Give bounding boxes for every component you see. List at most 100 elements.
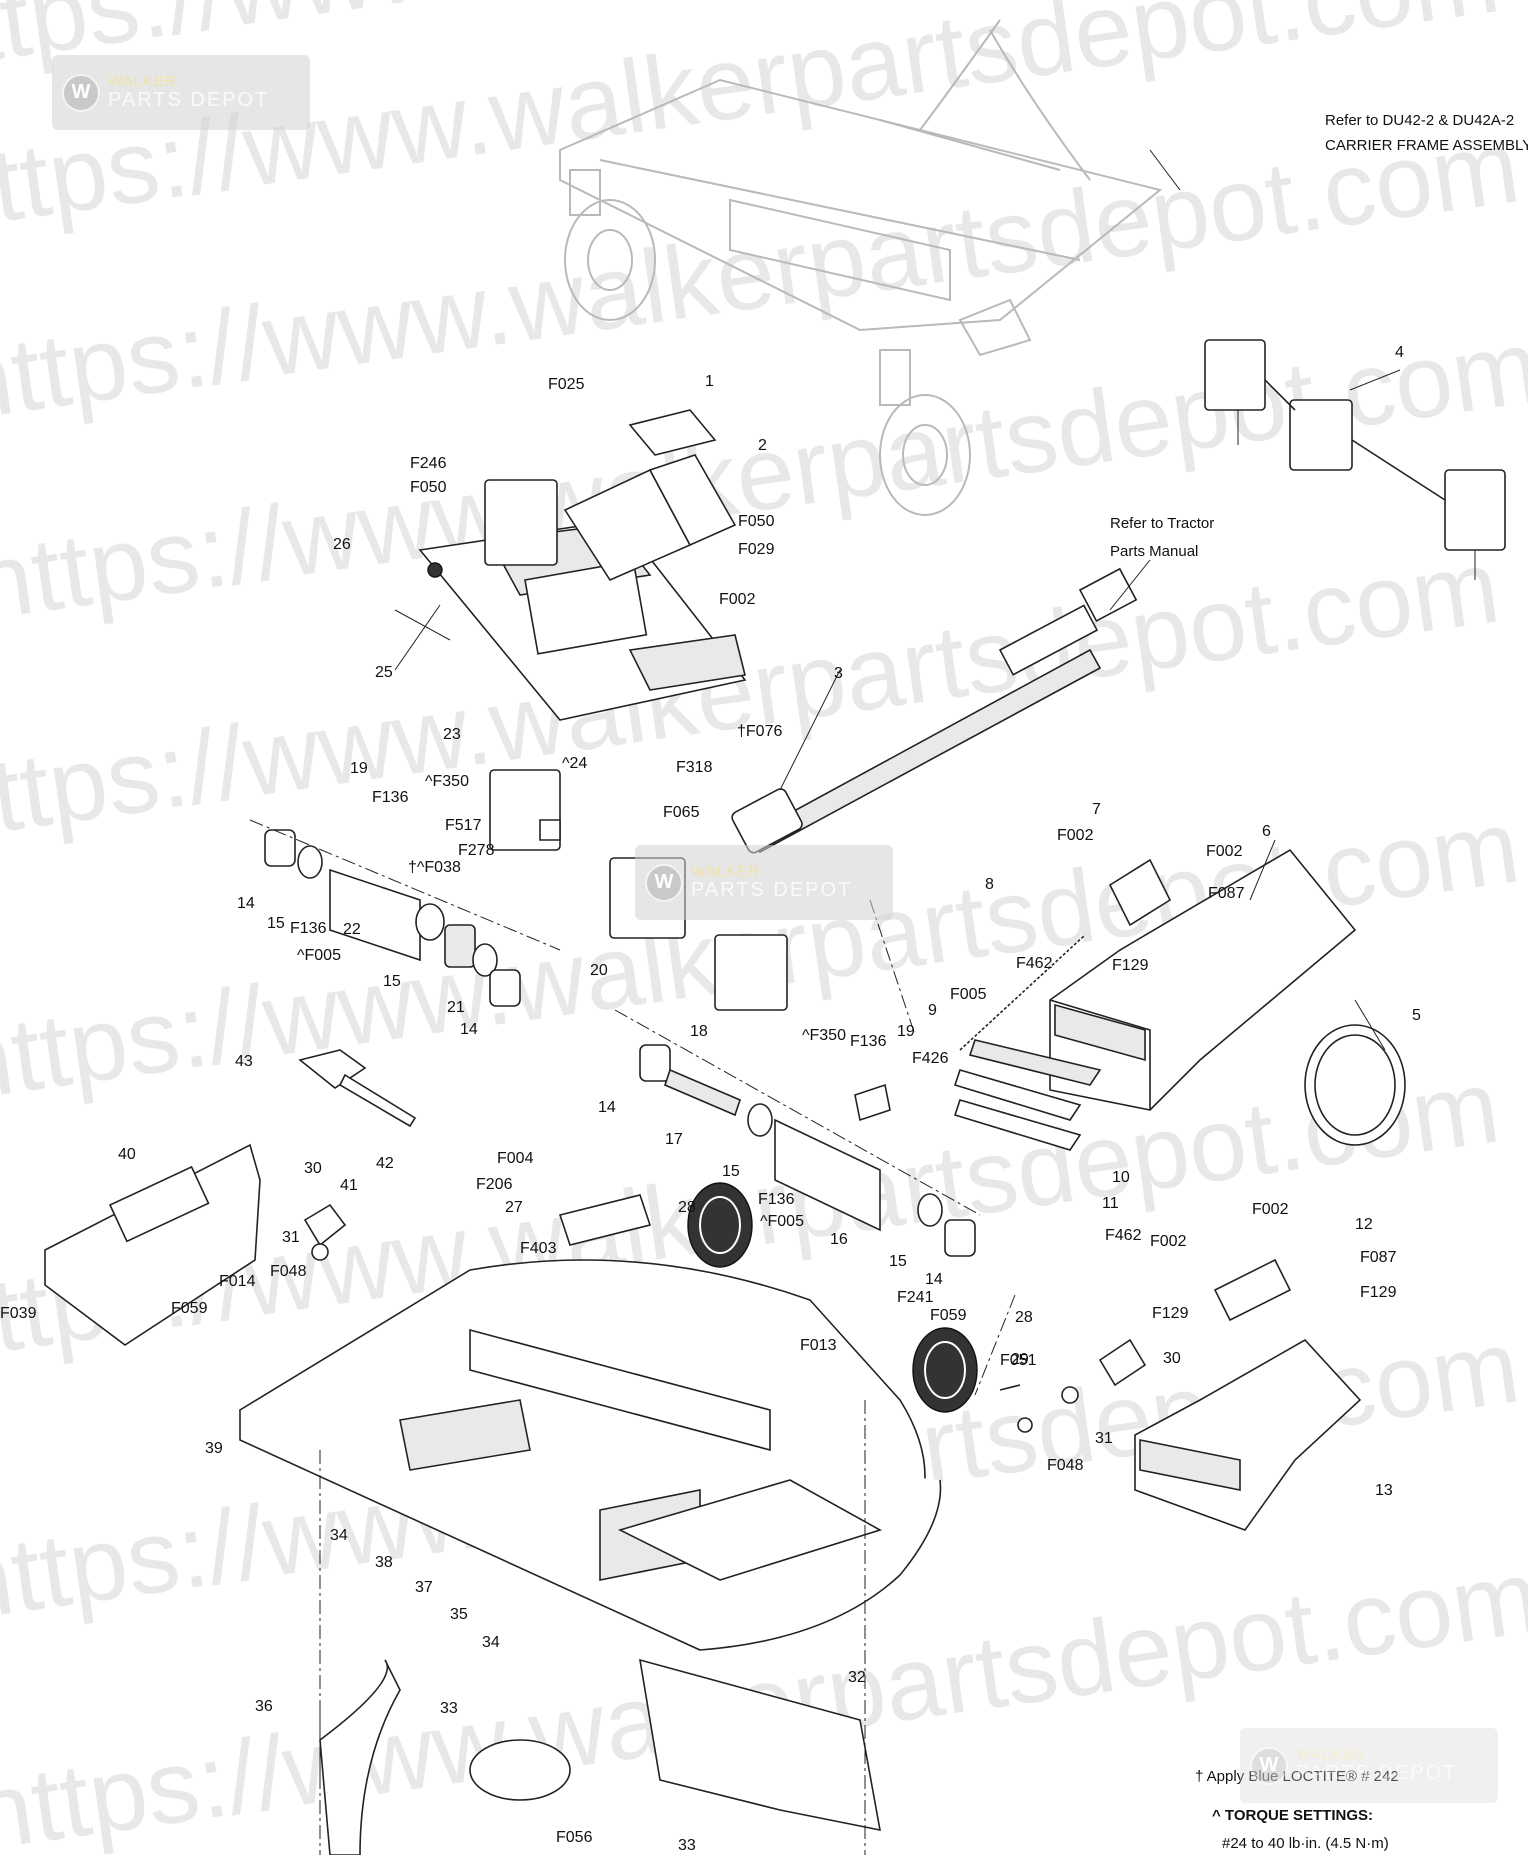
part-label: 7 bbox=[1092, 801, 1101, 818]
part-label: F005 bbox=[950, 986, 987, 1003]
part-label: 30 bbox=[1163, 1350, 1181, 1367]
part-label: 11 bbox=[1102, 1195, 1119, 1212]
tractor-manual-callout: Refer to Tractor Parts Manual bbox=[1110, 515, 1218, 560]
callouts: Refer to DU42-2 & DU42A-2 CARRIER FRAME … bbox=[1110, 112, 1528, 560]
part-labels: 1 2 3 4 5 6 7 8 9 10 11 12 13 14 14 14 1… bbox=[0, 344, 1421, 1854]
part-label: 14 bbox=[925, 1271, 943, 1288]
part-label: F278 bbox=[458, 842, 495, 859]
brand-line1: WALKER bbox=[108, 73, 177, 91]
part-label: F056 bbox=[556, 1829, 593, 1846]
mower-deck-38 bbox=[238, 1259, 942, 1651]
part-label: 43 bbox=[235, 1053, 253, 1070]
chute-13 bbox=[1134, 1338, 1362, 1531]
right-drive-parts bbox=[639, 1044, 976, 1257]
part-label: †F076 bbox=[737, 723, 782, 740]
part-label: F002 bbox=[1057, 827, 1094, 844]
part-label: F039 bbox=[0, 1305, 37, 1322]
carrier-frame-callout-line2: CARRIER FRAME ASSEMBLY bbox=[1325, 137, 1528, 154]
part-label: F025 bbox=[548, 376, 585, 393]
part-label: F462 bbox=[1016, 955, 1053, 972]
part-label: F246 bbox=[410, 455, 447, 472]
part-label: 14 bbox=[598, 1099, 616, 1116]
brand-badge: W WALKER PARTS DEPOT bbox=[635, 845, 893, 920]
part-label: 19 bbox=[350, 760, 368, 777]
part-label: 22 bbox=[343, 921, 361, 938]
part-label: 15 bbox=[889, 1253, 907, 1270]
part-label: 21 bbox=[447, 999, 465, 1016]
part-label: F048 bbox=[270, 1263, 307, 1280]
hinge-plates bbox=[953, 1039, 1102, 1151]
torque-title: ^ TORQUE SETTINGS: bbox=[1212, 1807, 1373, 1824]
assembly-axes bbox=[249, 819, 1016, 1855]
wrench-43 bbox=[298, 1049, 417, 1128]
brand-badge: W WALKER PARTS DEPOT bbox=[1240, 1728, 1498, 1803]
part-label: †^F038 bbox=[408, 859, 461, 876]
part-label: F065 bbox=[663, 804, 700, 821]
part-label: F136 bbox=[290, 920, 327, 937]
part-label: F014 bbox=[219, 1273, 256, 1290]
brand-line1: WALKER bbox=[691, 863, 760, 881]
covers-1-2 bbox=[563, 409, 737, 582]
part-label: 28 bbox=[1015, 1309, 1033, 1326]
part-label: 14 bbox=[237, 895, 255, 912]
part-label: F129 bbox=[1360, 1284, 1397, 1301]
part-label: F002 bbox=[1150, 1233, 1187, 1250]
discharge-chute-6 bbox=[1049, 848, 1357, 1111]
walker-logo-icon: W bbox=[1250, 1746, 1288, 1785]
part-label: 33 bbox=[440, 1700, 458, 1717]
part-label: 20 bbox=[590, 962, 608, 979]
brand-text: WALKER PARTS DEPOT bbox=[108, 74, 269, 111]
part-label: 39 bbox=[205, 1440, 223, 1457]
part-label: F059 bbox=[171, 1300, 208, 1317]
brand-line2: PARTS DEPOT bbox=[691, 878, 853, 901]
walker-logo-icon: W bbox=[62, 73, 100, 112]
part-label: F136 bbox=[372, 789, 409, 806]
left-drive-parts bbox=[264, 829, 521, 1007]
part-label: 31 bbox=[282, 1229, 300, 1246]
walker-logo-icon: W bbox=[645, 863, 683, 902]
brackets bbox=[558, 858, 1292, 1322]
part-label: 4 bbox=[1395, 344, 1404, 361]
part-label: 12 bbox=[1355, 1216, 1373, 1233]
wheels-28 bbox=[687, 1182, 978, 1413]
tractor-manual-callout-line2: Parts Manual bbox=[1110, 543, 1198, 560]
part-label: 34 bbox=[482, 1634, 500, 1651]
part-label: 25 bbox=[375, 664, 393, 681]
part-label: 42 bbox=[376, 1155, 394, 1172]
brand-line2: PARTS DEPOT bbox=[108, 88, 270, 111]
part-label: F136 bbox=[758, 1191, 795, 1208]
brand-line1: WALKER bbox=[1296, 1746, 1365, 1764]
part-label: 5 bbox=[1412, 1007, 1421, 1024]
part-label: ^F350 bbox=[802, 1027, 846, 1044]
part-label: 8 bbox=[985, 876, 994, 893]
part-label: 41 bbox=[340, 1177, 358, 1194]
part-label: F206 bbox=[476, 1176, 513, 1193]
part-label: 36 bbox=[255, 1698, 273, 1715]
part-label: F087 bbox=[1360, 1249, 1397, 1266]
part-label: 9 bbox=[928, 1002, 937, 1019]
part-label: F002 bbox=[1206, 843, 1243, 860]
part-label: 3 bbox=[834, 665, 843, 682]
part-label: 17 bbox=[665, 1131, 683, 1148]
part-label: 16 bbox=[830, 1231, 848, 1248]
torque-line: #24 to 40 lb·in. (4.5 N·m) bbox=[1222, 1835, 1389, 1852]
part-label: 34 bbox=[330, 1527, 348, 1544]
part-label: 27 bbox=[505, 1199, 523, 1216]
part-label: 6 bbox=[1262, 823, 1271, 840]
brand-text: WALKER PARTS DEPOT bbox=[1296, 1747, 1457, 1784]
part-label: F013 bbox=[800, 1337, 837, 1354]
driveshaft-3 bbox=[731, 567, 1138, 854]
part-label: F403 bbox=[520, 1240, 557, 1257]
part-label: F318 bbox=[676, 759, 713, 776]
part-label: 1 bbox=[705, 373, 714, 390]
part-label: F087 bbox=[1208, 885, 1245, 902]
carrier-frame-ghost bbox=[559, 19, 1163, 516]
spring-8 bbox=[959, 934, 1086, 1051]
part-label: 10 bbox=[1112, 1169, 1130, 1186]
part-label: F129 bbox=[1152, 1305, 1189, 1322]
part-label: 15 bbox=[383, 973, 401, 990]
part-label: F462 bbox=[1105, 1227, 1142, 1244]
part-label: 29 bbox=[1011, 1351, 1029, 1368]
part-label: 15 bbox=[267, 915, 285, 932]
